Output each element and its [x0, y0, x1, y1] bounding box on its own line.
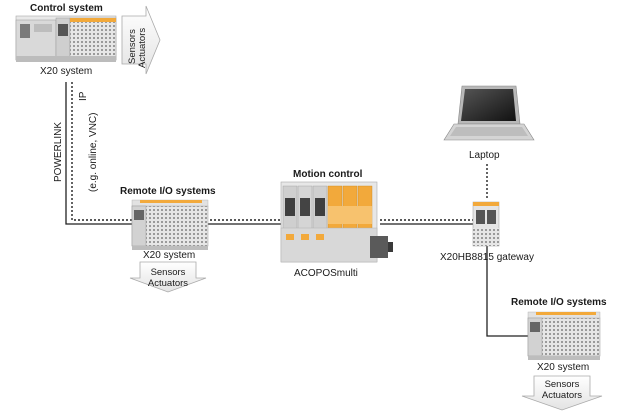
laptop-label: Laptop — [469, 150, 500, 161]
remote-left-x20-device — [131, 199, 209, 250]
remote-right-io-labels: Sensors Actuators — [534, 379, 590, 401]
powerlink-line — [65, 82, 138, 225]
gateway-label: X20HB8815 gateway — [440, 252, 534, 263]
motion-device-label: ACOPOSmulti — [294, 268, 358, 279]
control-x20-device — [15, 15, 117, 62]
remote-right-device-label: X20 system — [537, 362, 590, 373]
remote-right-title: Remote I/O systems — [511, 297, 607, 308]
ip-note-label: (e.g. online, VNC) — [88, 112, 99, 192]
remote-right-io-label-1: Sensors — [544, 379, 580, 390]
remote-right-io-arrow — [521, 375, 603, 411]
control-io-arrow — [121, 5, 161, 75]
gateway-device — [472, 201, 500, 247]
remote-left-title: Remote I/O systems — [120, 186, 216, 197]
control-device-label: X20 system — [40, 66, 93, 77]
remote-left-io-label-1: Sensors — [150, 267, 186, 278]
ip-line — [71, 82, 138, 221]
gateway-remote-line — [486, 246, 528, 337]
laptop-icon — [443, 85, 535, 141]
remote-left-io-arrow — [129, 261, 207, 293]
remote-right-io-label-2: Actuators — [541, 390, 583, 401]
remote-right-x20-device — [527, 311, 601, 360]
remote-left-io-labels: Sensors Actuators — [140, 267, 196, 289]
powerlink-label: POWERLINK — [53, 121, 64, 182]
remote-left-io-label-2: Actuators — [147, 278, 189, 289]
connection-lines — [65, 82, 528, 337]
ip-label: IP — [78, 91, 89, 101]
motion-title: Motion control — [293, 169, 363, 180]
remote-left-device-label: X20 system — [143, 250, 196, 261]
acoposmulti-device — [280, 181, 393, 263]
control-system-title: Control system — [30, 3, 103, 14]
control-io-label-2: Actuators — [137, 27, 148, 68]
